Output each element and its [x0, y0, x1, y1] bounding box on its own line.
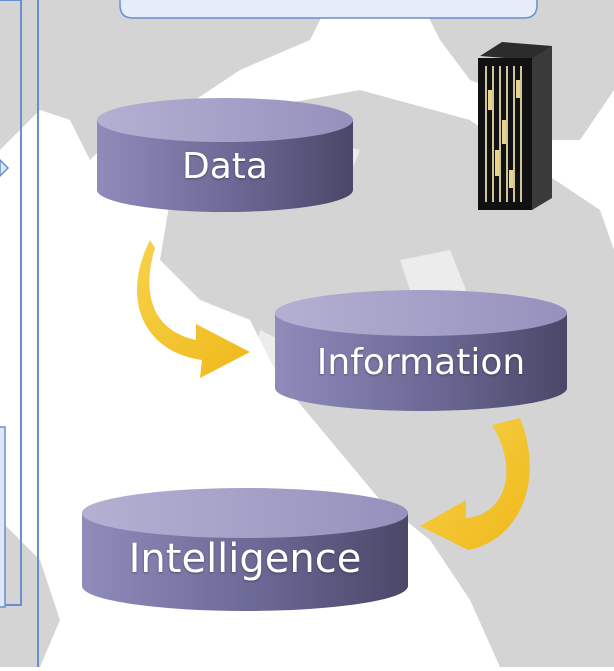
stage-label-intelligence: Intelligence: [128, 536, 362, 582]
intelligence-cylinder: [82, 488, 408, 611]
curved-arrow-icon: [420, 418, 530, 550]
stage-label-data: Data: [182, 146, 268, 187]
stage-label-information: Information: [316, 342, 526, 383]
curved-arrow-icon: [137, 240, 250, 378]
title-tab: [119, 0, 538, 19]
server-rack-icon: [478, 42, 552, 210]
information-cylinder: [275, 290, 567, 411]
left-pointer-arrow: [0, 158, 10, 178]
data-cylinder: [97, 98, 353, 212]
main-panel-frame: [37, 0, 39, 671]
left-callout-box: [0, 426, 6, 608]
